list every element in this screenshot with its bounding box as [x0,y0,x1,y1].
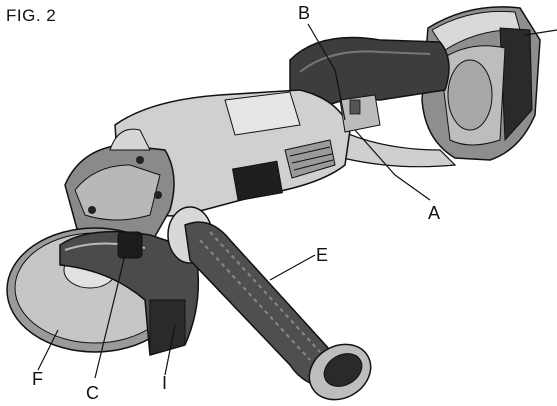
leader-line-a [354,129,431,201]
figure-title: FIG. 2 [6,6,57,25]
wheel-guard [59,230,200,356]
battery-pack [421,6,541,161]
leader-line-f [37,329,59,371]
callout-a: A [428,203,441,223]
callout-c: C [86,383,99,403]
callout-b: B [298,3,311,23]
leader-line-c [94,254,126,379]
spindle-lock-button [117,231,143,259]
callout-i: I [162,373,168,393]
leader-line-battery [524,29,557,36]
side-handle [167,206,372,401]
leader-line-i [164,324,176,376]
leader-lines [37,23,557,379]
callout-e: E [316,245,329,265]
leader-line-b [307,23,346,121]
leader-line-e [269,254,316,281]
rear-handle [289,36,457,168]
callout-f: F [32,369,43,389]
